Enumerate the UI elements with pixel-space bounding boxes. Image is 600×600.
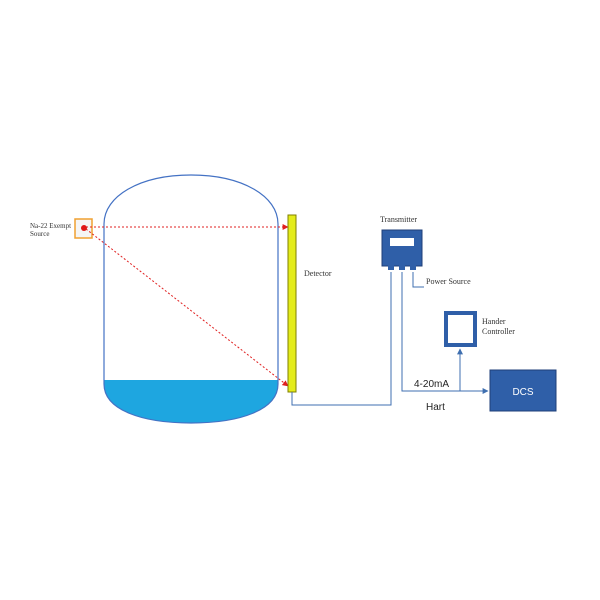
protocol-label: Hart [426,402,445,413]
transmitter-icon [381,229,423,270]
power-source-label: Power Source [426,277,471,286]
radiation-source-icon [74,218,93,239]
power-source-wire [412,272,424,288]
beam-diagonal [85,228,289,387]
transmitter-label: Transmitter [380,215,417,224]
handheld-controller-icon [444,311,477,347]
dcs-box [489,369,557,412]
transmitter-dcs-wire [401,272,489,394]
liquid-fill [104,380,278,423]
hander-label-line2: Controller [482,327,515,336]
dcs-label: DCS [512,387,533,398]
detector-label: Detector [304,269,332,278]
source-label-line1: Na-22 Exempt [30,222,71,230]
detector-bar [287,214,297,393]
vessel [103,174,279,424]
signal-label: 4-20mA [414,379,449,390]
source-label-line2: Source [30,230,49,238]
detector-transmitter-wire [291,272,392,406]
hander-label-line1: Hander [482,317,506,326]
vessel-outline [103,174,279,424]
